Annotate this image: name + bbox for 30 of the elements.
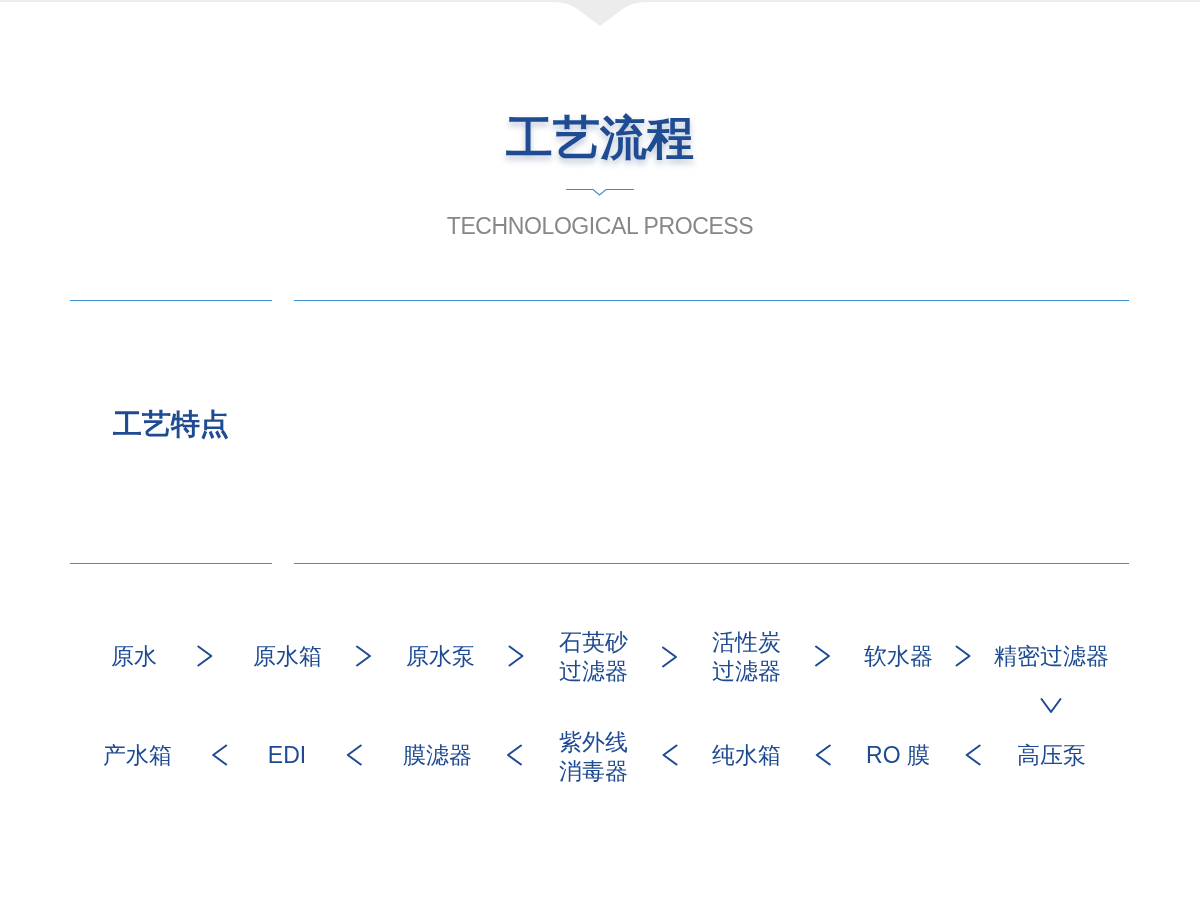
chevron-arrow xyxy=(955,645,971,667)
step-label: 产水箱 xyxy=(97,740,177,770)
step-label: 原水泵 xyxy=(400,641,480,671)
chevron-arrow xyxy=(1040,698,1062,713)
step-label: 精密过滤器 xyxy=(988,641,1114,671)
step-label: 石英砂过滤器 xyxy=(552,628,634,686)
title: 工艺流程 xyxy=(506,110,694,166)
chevron-arrow xyxy=(356,645,371,667)
chevron-arrow xyxy=(212,744,228,766)
chevron-arrow xyxy=(965,744,981,766)
step-label: 软水器 xyxy=(858,641,938,671)
chevron-arrow xyxy=(346,744,362,766)
chevron-arrow xyxy=(507,744,522,766)
step-label: 原水 xyxy=(106,641,162,671)
step-label: RO 膜 xyxy=(861,740,935,770)
step-label: EDI xyxy=(262,740,312,770)
chevron-arrow xyxy=(508,645,524,667)
chevron-arrow xyxy=(815,744,831,766)
subtitle: TECHNOLOGICAL PROCESS xyxy=(446,211,754,241)
chevron-arrow xyxy=(815,645,830,667)
section-heading: 工艺特点 xyxy=(113,407,229,442)
chevron-arrow xyxy=(662,646,677,668)
step-label: 膜滤器 xyxy=(397,740,477,770)
step-label: 紫外线消毒器 xyxy=(552,728,634,786)
step-label: 纯水箱 xyxy=(706,740,786,770)
chevron-arrow xyxy=(662,744,678,766)
step-label: 活性炭过滤器 xyxy=(705,628,787,686)
chevron-arrow xyxy=(197,645,213,667)
step-label: 高压泵 xyxy=(1011,740,1091,770)
step-label: 原水箱 xyxy=(247,641,327,671)
